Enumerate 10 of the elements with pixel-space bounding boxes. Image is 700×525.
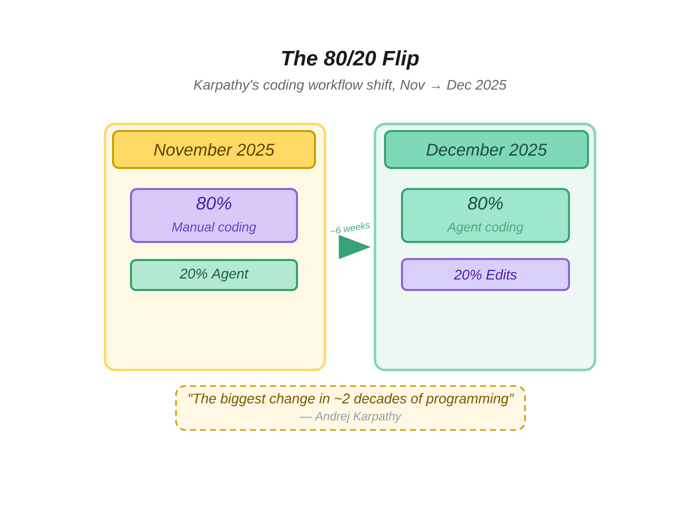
stat-box: 80% Agent coding bbox=[401, 188, 570, 243]
edge-label: ~6 weeks bbox=[328, 220, 372, 236]
stat-box: 20% Edits bbox=[401, 258, 570, 291]
stat-box: 80% Manual coding bbox=[130, 188, 298, 243]
stat-box: 20% Agent bbox=[130, 259, 298, 291]
header-box: November 2025 bbox=[112, 130, 316, 169]
title: The 80/20 Flip bbox=[282, 50, 419, 70]
subtitle: Karpathy's coding workflow shift, Nov → Dec 2025 bbox=[194, 79, 507, 93]
header-box: December 2025 bbox=[384, 130, 589, 169]
quote-box: "The biggest change in ~2 decades of programming" — Andrej Karpathy bbox=[175, 385, 526, 431]
